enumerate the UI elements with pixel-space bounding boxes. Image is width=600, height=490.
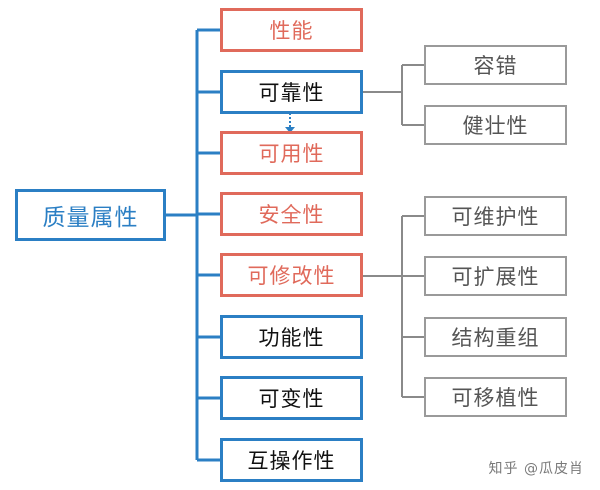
node-modifiability: 可修改性 (220, 253, 363, 297)
node-reliability: 可靠性 (220, 70, 363, 114)
leaf-label: 可维护性 (451, 205, 540, 229)
leaf-maintainability: 可维护性 (424, 196, 567, 236)
node-label: 功能性 (258, 326, 325, 350)
root-node: 质量属性 (15, 189, 166, 241)
node-label: 可靠性 (258, 81, 325, 105)
watermark: 知乎 @瓜皮肖 (488, 461, 584, 477)
leaf-label: 容错 (473, 54, 518, 78)
node-label: 可用性 (258, 142, 325, 166)
leaf-label: 健壮性 (462, 114, 529, 138)
leaf-robustness: 健壮性 (424, 105, 567, 145)
node-availability: 可用性 (220, 131, 363, 175)
leaf-extensibility: 可扩展性 (424, 256, 567, 296)
node-label: 安全性 (258, 203, 325, 227)
node-interoperability: 互操作性 (220, 438, 363, 482)
node-label: 可修改性 (247, 264, 336, 288)
leaf-restructuring: 结构重组 (424, 317, 567, 357)
node-label: 可变性 (258, 387, 325, 411)
leaf-fault-tolerance: 容错 (424, 45, 567, 85)
node-functionality: 功能性 (220, 315, 363, 359)
node-security: 安全性 (220, 192, 363, 236)
leaf-portability: 可移植性 (424, 377, 567, 417)
leaf-label: 结构重组 (451, 326, 540, 350)
root-label: 质量属性 (42, 205, 139, 231)
node-label: 互操作性 (247, 449, 336, 473)
leaf-label: 可扩展性 (451, 265, 540, 289)
leaf-label: 可移植性 (451, 386, 540, 410)
arrowhead-rel-avail (285, 127, 295, 133)
node-variability: 可变性 (220, 376, 363, 420)
node-label: 性能 (269, 19, 314, 43)
node-performance: 性能 (220, 8, 363, 52)
